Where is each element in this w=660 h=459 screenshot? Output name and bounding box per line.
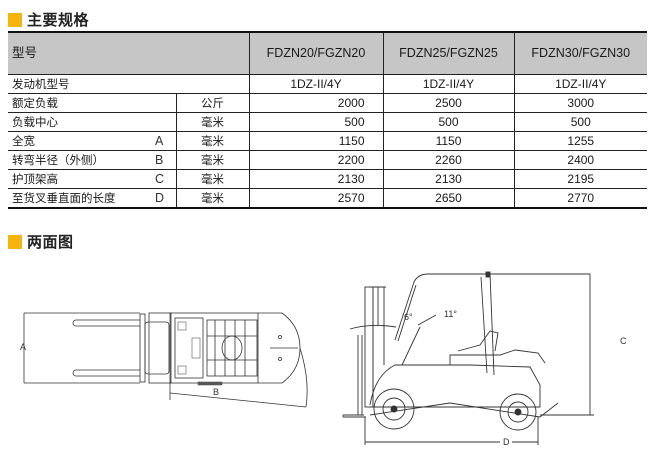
header-model-label: 型号 — [8, 32, 249, 75]
dim-label-b: B — [213, 387, 220, 397]
table-row: 护顶架高 C 毫米 2130 2130 2195 — [8, 169, 647, 189]
row-unit: 毫米 — [175, 150, 249, 170]
table-row: 额定负载 公斤 2000 2500 3000 — [8, 93, 647, 113]
table-row: 负载中心 毫米 500 500 500 — [8, 112, 647, 132]
dim-label-d: D — [503, 437, 510, 447]
row-unit: 毫米 — [175, 188, 249, 208]
row-value-2: 1DZ-II/4Y — [382, 74, 514, 94]
row-name: 额定负载 — [8, 93, 176, 113]
section-heading-specs: 主要规格 — [8, 9, 89, 30]
forklift-side-view-icon — [342, 271, 594, 445]
section-title: 主要规格 — [27, 11, 90, 29]
spec-table: 型号 FDZN20/FGZN20 FDZN25/FGZN25 FDZN30/FG… — [8, 31, 647, 209]
row-value-3: 3000 — [513, 93, 647, 113]
row-value-3: 1DZ-II/4Y — [513, 74, 647, 94]
row-value-3: 2195 — [513, 169, 647, 189]
forklift-top-view-icon — [23, 312, 308, 408]
row-name: 护顶架高 — [8, 169, 151, 189]
row-unit: 毫米 — [175, 131, 249, 151]
top-view-diagram: A B — [0, 300, 320, 410]
row-value-2: 1150 — [382, 131, 514, 151]
row-value-1: 2570 — [248, 188, 383, 208]
section-marker-icon — [8, 12, 22, 27]
row-value-2: 2130 — [382, 169, 514, 189]
table-row: 至货叉垂直面的长度 D 毫米 2570 2650 2770 — [8, 188, 647, 208]
row-name: 转弯半径（外侧） — [8, 150, 151, 170]
row-value-2: 2650 — [382, 188, 514, 208]
row-code: A — [151, 131, 176, 151]
row-value-1: 500 — [248, 112, 383, 132]
row-value-2: 2500 — [382, 93, 514, 113]
angle-label-forward: 6° — [404, 312, 413, 322]
header-model-1: FDZN20/FGZN20 — [248, 32, 383, 75]
row-name: 负载中心 — [8, 112, 176, 132]
row-name: 发动机型号 — [8, 74, 249, 94]
table-row: 全宽 A 毫米 1150 1150 1255 — [8, 131, 647, 151]
row-value-1: 1150 — [248, 131, 383, 151]
row-value-3: 500 — [513, 112, 647, 132]
row-value-1: 2130 — [248, 169, 383, 189]
row-code: C — [151, 169, 176, 189]
row-unit: 毫米 — [175, 169, 249, 189]
row-code: B — [151, 150, 176, 170]
row-value-1: 2000 — [248, 93, 383, 113]
row-unit: 毫米 — [175, 112, 249, 132]
row-value-3: 2770 — [513, 188, 647, 208]
table-row: 转弯半径（外侧） B 毫米 2200 2260 2400 — [8, 150, 647, 170]
dim-label-c: C — [620, 336, 627, 346]
header-model-3: FDZN30/FGZN30 — [513, 32, 647, 75]
row-unit: 公斤 — [175, 93, 249, 113]
table-row: 发动机型号 1DZ-II/4Y 1DZ-II/4Y 1DZ-II/4Y — [8, 74, 647, 94]
row-name: 至货叉垂直面的长度 — [8, 188, 151, 208]
row-value-2: 500 — [382, 112, 514, 132]
dim-label-a: A — [20, 342, 27, 352]
row-value-2: 2260 — [382, 150, 514, 170]
header-model-2: FDZN25/FGZN25 — [382, 32, 514, 75]
row-value-3: 1255 — [513, 131, 647, 151]
side-view-diagram: 6° 11° C D — [340, 265, 640, 455]
row-name: 全宽 — [8, 131, 151, 151]
row-code: D — [151, 188, 176, 208]
row-value-1: 1DZ-II/4Y — [248, 74, 383, 94]
section-heading-diagrams: 两面图 — [8, 231, 74, 252]
row-value-3: 2400 — [513, 150, 647, 170]
table-header-row: 型号 FDZN20/FGZN20 FDZN25/FGZN25 FDZN30/FG… — [8, 32, 647, 75]
angle-label-backward: 11° — [444, 309, 457, 319]
section-marker-icon — [8, 234, 22, 249]
section-title: 两面图 — [27, 233, 74, 251]
row-value-1: 2200 — [248, 150, 383, 170]
